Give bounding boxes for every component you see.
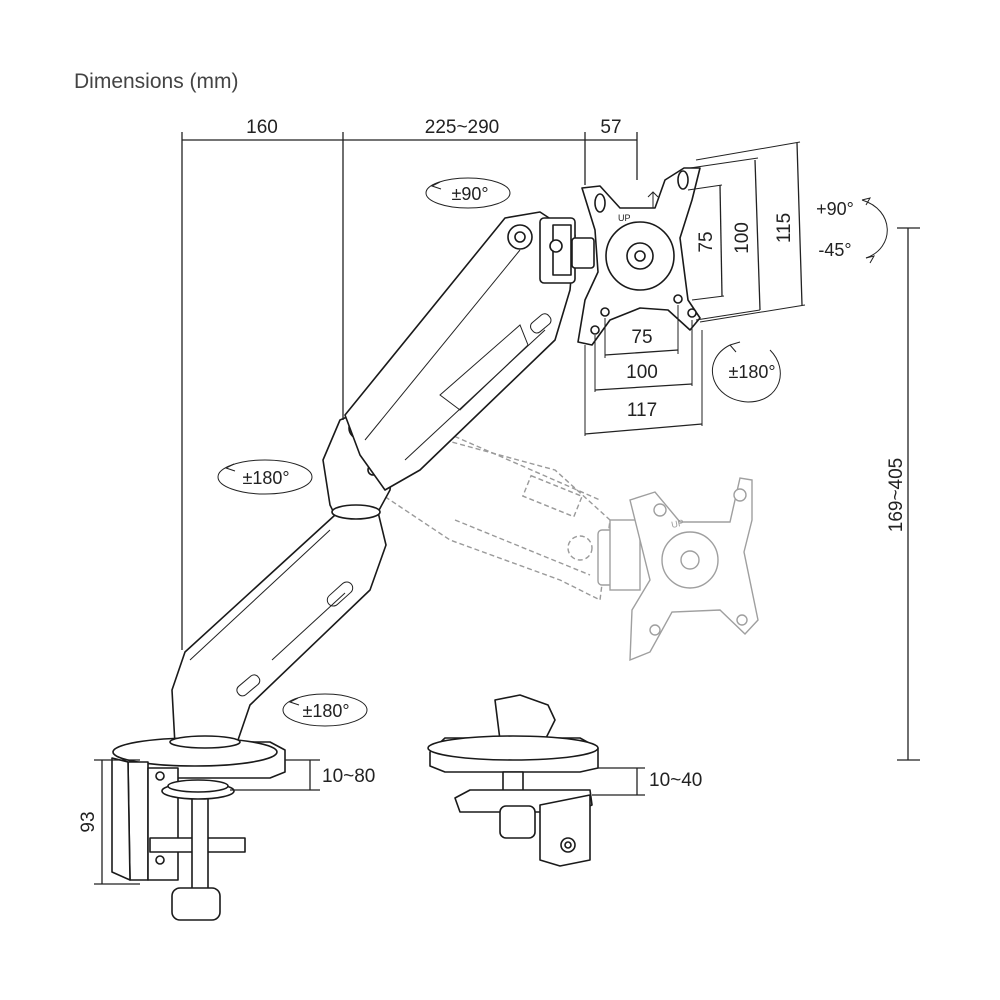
rot-tilt-up-label: +90° [816,199,854,219]
lower-arm-slot [271,592,346,661]
rot-plate-label: ±180° [728,362,775,382]
diagram-title: Dimensions (mm) [74,70,239,93]
dim-height-range: 169~405 [886,458,907,533]
rotation-swivel-base: ±180° [282,693,368,727]
rotation-swivel-top: ±90° [425,177,511,209]
dim-arm-depth: 160 [246,117,278,138]
dimension-lines [94,132,920,885]
dim-vesa-v-75: 75 [696,231,717,252]
rot-swivel-top-label: ±90° [451,184,488,204]
rotation-tilt: +90° -45° [816,197,888,264]
dim-arm-reach: 225~290 [425,117,500,138]
dim-grommet-range: 10~40 [649,770,702,791]
dim-head-offset: 57 [600,117,621,138]
grommet-mount [427,694,599,867]
rotation-swivel-middle: ±180° [217,459,313,495]
ghost-vesa-plate: UP [629,477,759,662]
desk-clamp [111,735,286,921]
rot-swivel-base-label: ±180° [302,701,349,721]
dim-vesa-h-75: 75 [631,327,652,348]
dim-vesa-h-100: 100 [626,362,658,383]
svg-text:UP: UP [670,518,684,530]
rot-tilt-down-label: -45° [818,240,851,260]
vesa-plate: UP [577,167,701,346]
upper-arm [344,211,576,491]
tilt-head [539,217,595,284]
dim-vesa-h-117: 117 [627,400,657,421]
lower-arm [171,511,387,746]
dim-vesa-v-100: 100 [732,222,753,254]
rot-swivel-middle-label: ±180° [242,468,289,488]
dim-clamp-height: 93 [78,811,99,832]
dim-vesa-v-115: 115 [774,213,795,243]
rotation-plate: ±180° [712,341,781,403]
plate-up-label: UP [618,213,631,223]
dim-clamp-range: 10~80 [322,766,375,787]
